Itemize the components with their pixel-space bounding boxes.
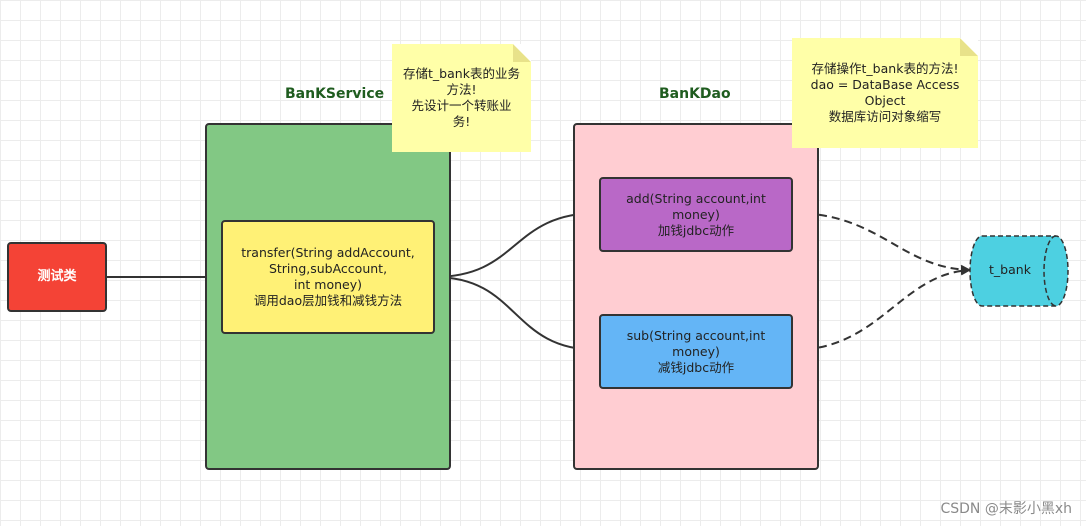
dao-note-text: 存储操作t_bank表的方法! dao = DataBase Access Ob… — [810, 61, 960, 124]
database-label: t_bank — [989, 262, 1031, 277]
service-title: BanKService — [285, 86, 385, 102]
add-method-text: add(String account,int money) 加钱jdbc动作 — [626, 190, 766, 238]
dao-container[interactable] — [573, 123, 819, 470]
add-method-box[interactable]: add(String account,int money) 加钱jdbc动作 — [599, 177, 793, 252]
arrow-transfer-to-sub — [433, 276, 599, 355]
sub-method-box[interactable]: sub(String account,int money) 减钱jdbc动作 — [599, 314, 793, 389]
service-note-text: 存储t_bank表的业务 方法! 先设计一个转账业 务! — [403, 66, 520, 129]
test-class-label: 测试类 — [37, 269, 77, 284]
transfer-method-box[interactable]: transfer(String addAccount, String,subAc… — [221, 220, 435, 334]
arrow-transfer-to-add — [433, 208, 599, 278]
service-note-fold-icon — [513, 44, 531, 62]
test-class-box[interactable]: 测试类 — [7, 242, 107, 312]
database-cylinder-icon[interactable] — [968, 234, 1072, 308]
dao-title: BanKDao — [659, 86, 731, 102]
dashed-arrow-add-to-db — [792, 212, 971, 275]
service-note[interactable]: 存储t_bank表的业务 方法! 先设计一个转账业 务! — [392, 44, 531, 152]
dao-note[interactable]: 存储操作t_bank表的方法! dao = DataBase Access Ob… — [792, 38, 978, 148]
dao-note-fold-icon — [960, 38, 978, 56]
watermark-text: CSDN @末影小黑xh — [940, 501, 1072, 517]
dashed-arrow-sub-to-db — [792, 265, 971, 351]
sub-method-text: sub(String account,int money) 减钱jdbc动作 — [626, 327, 766, 375]
transfer-method-text: transfer(String addAccount, String,subAc… — [241, 245, 415, 308]
